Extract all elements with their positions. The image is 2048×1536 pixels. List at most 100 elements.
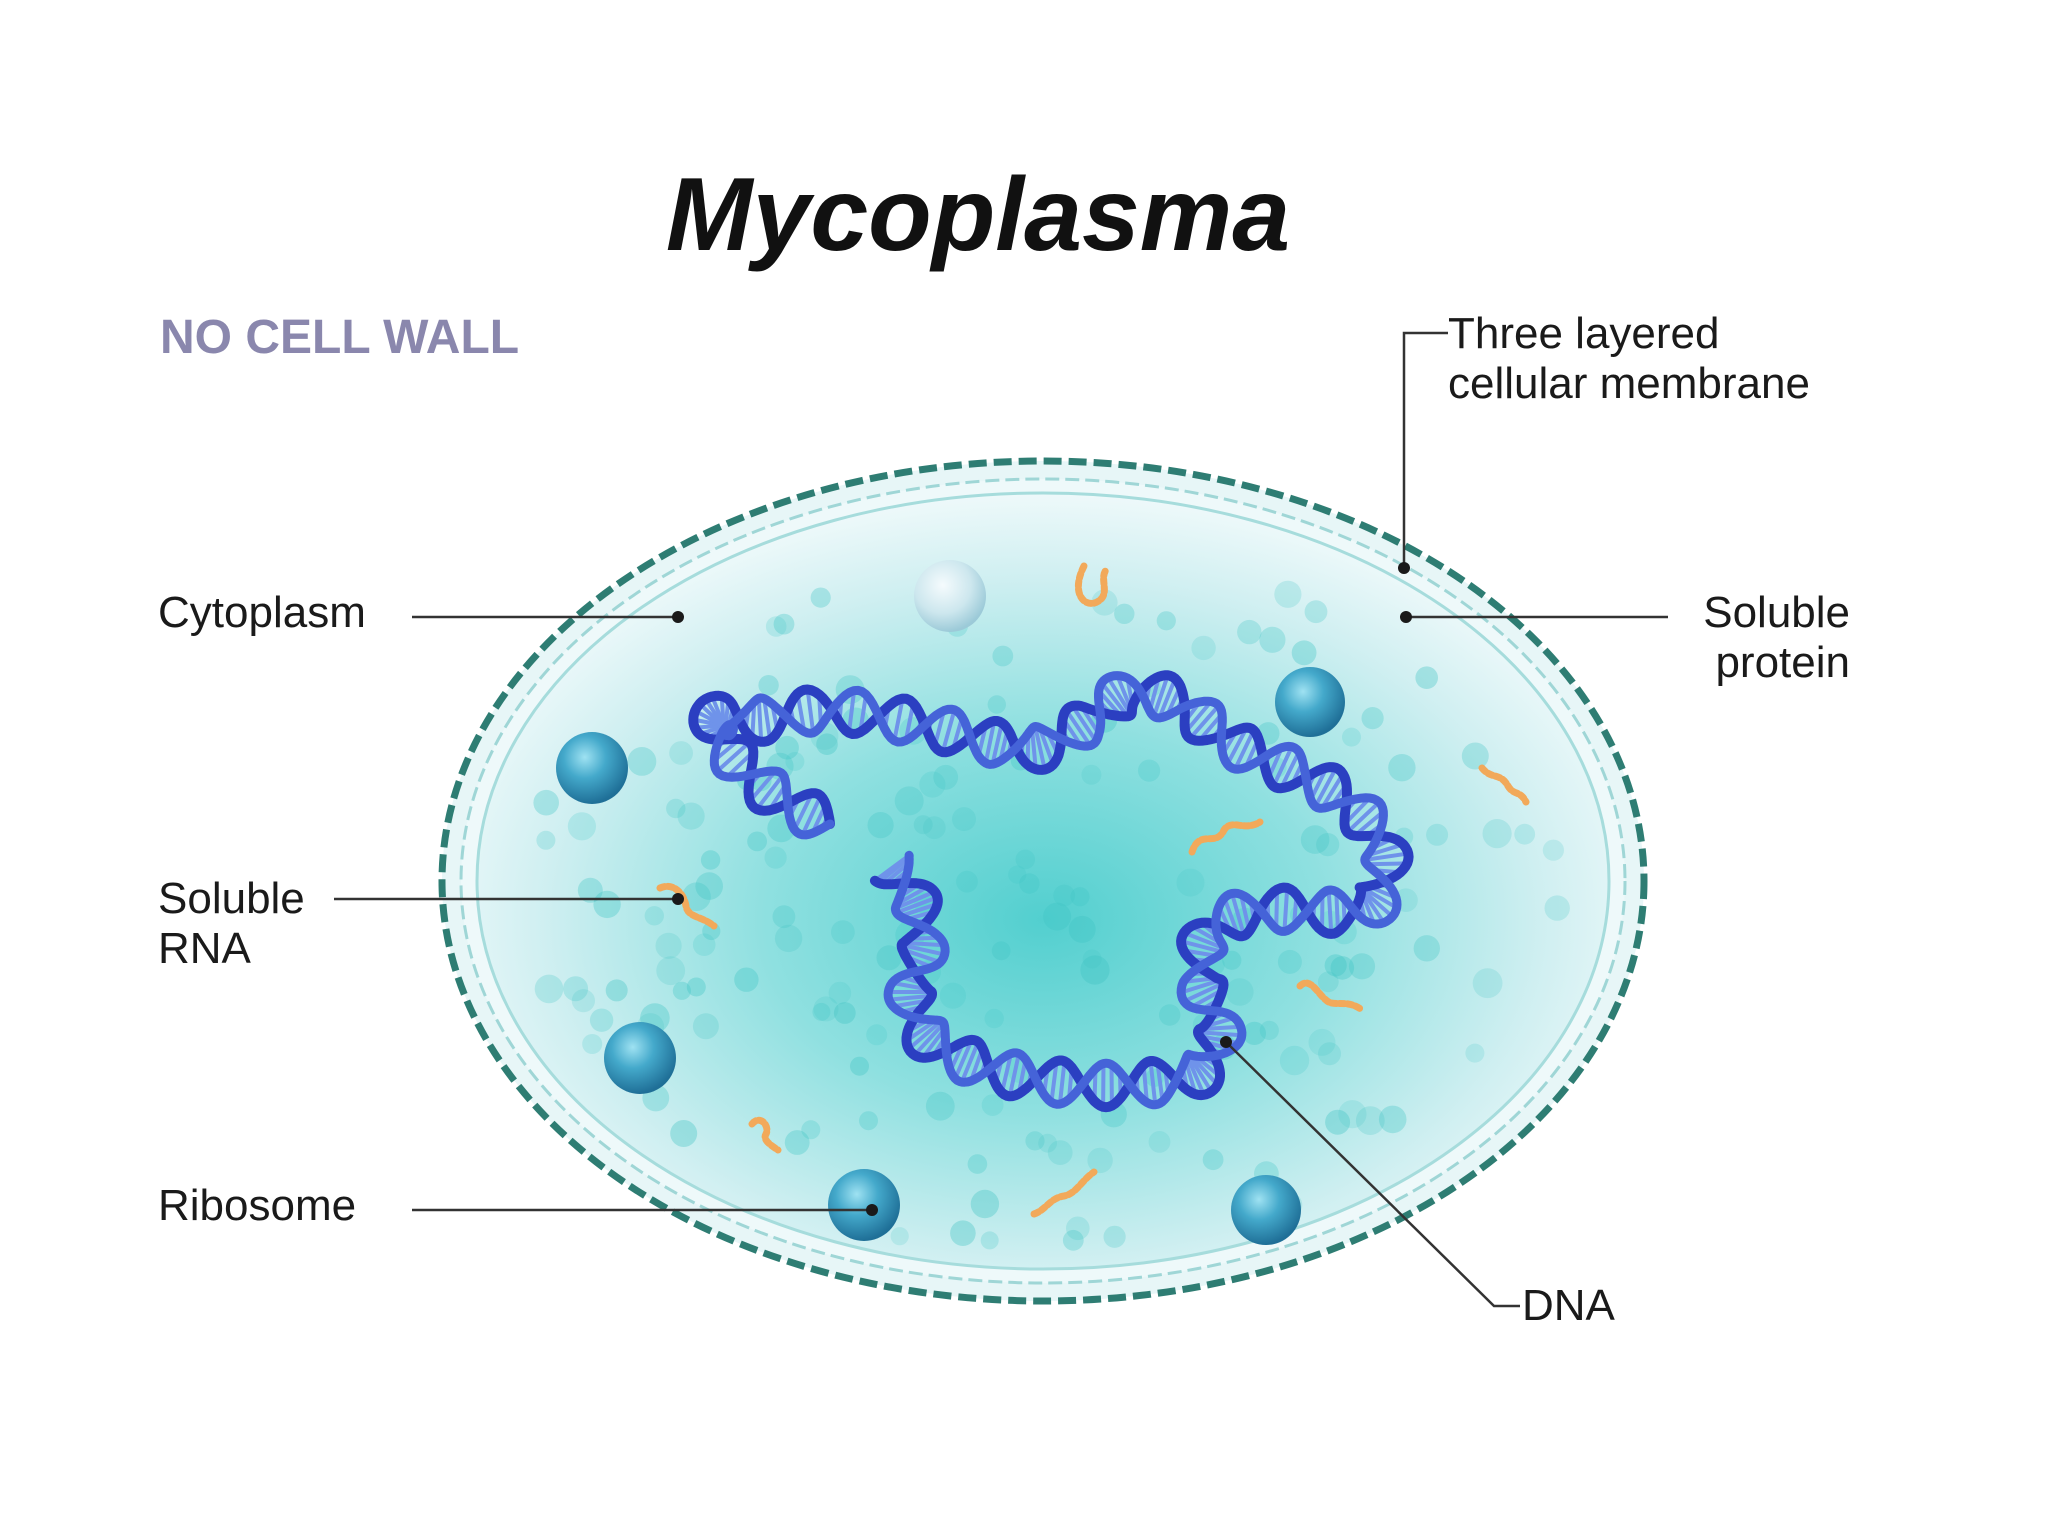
ribosome: [1275, 667, 1345, 737]
cytoplasm-particle: [1465, 1043, 1485, 1063]
soluble-rna-strands: [656, 562, 1530, 1218]
cytoplasm-particle: [1330, 956, 1355, 980]
cytoplasm-particle: [1461, 742, 1489, 770]
dna-base-pair: [953, 1037, 974, 1081]
cytoplasm-particle: [1317, 971, 1339, 993]
dna-base-pair: [959, 1039, 981, 1085]
cytoplasm-particle: [774, 924, 803, 953]
cytoplasm-particle: [764, 846, 787, 869]
cytoplasm-particle: [567, 812, 597, 841]
dna-base-pair: [1326, 888, 1334, 936]
cytoplasm-particle: [922, 816, 946, 840]
dna-base-pair: [1271, 744, 1294, 789]
cytoplasm-particle: [582, 1034, 603, 1054]
cytoplasm-particle: [859, 1111, 878, 1131]
cytoplasm-particle: [1355, 1106, 1385, 1135]
dna-base-pair: [714, 740, 752, 774]
dna-base-pair: [1182, 981, 1226, 1004]
dna-base-pair: [899, 943, 947, 957]
cytoplasm-particle: [1015, 849, 1036, 870]
dna-base-pair: [1182, 930, 1226, 951]
cytoplasm-particle: [1148, 1131, 1171, 1153]
cytoplasm-particle: [677, 802, 705, 830]
cytoplasm-particle: [1514, 823, 1536, 845]
dna-base-pair: [898, 901, 940, 919]
cytoplasm-particle: [785, 752, 805, 771]
cytoplasm-particle: [1324, 954, 1347, 977]
cytoplasm-particle: [991, 941, 1011, 961]
cytoplasm-particle: [867, 812, 894, 839]
membrane-leader-line: [1402, 331, 1448, 566]
cytoplasm-particle: [670, 1120, 698, 1147]
cytoplasm-particle: [655, 932, 682, 959]
dna-base-pair: [1225, 725, 1249, 767]
cytoplasm-particle: [1025, 1131, 1045, 1151]
cytoplasm-particle: [1038, 1133, 1057, 1153]
cytoplasm-particle: [1316, 833, 1340, 857]
cytoplasm-particle: [1259, 1020, 1279, 1040]
dna-base-pair: [754, 772, 786, 812]
cytoplasm-particle: [933, 764, 959, 790]
cytoplasm-particle: [1062, 1229, 1084, 1251]
cytoplasm-particle: [919, 771, 946, 798]
cytoplasm-particle: [831, 920, 855, 944]
cytoplasm-particle: [577, 877, 603, 903]
rna-strand: [1296, 979, 1366, 1014]
dna-base-pair: [872, 853, 912, 883]
cell-membrane-inner: [475, 491, 1611, 1271]
cytoplasm-particle: [1138, 759, 1161, 782]
dna-base-pair: [906, 1019, 944, 1051]
cytoplasm-particle: [1047, 1140, 1073, 1165]
cytoplasm-particle: [700, 850, 721, 870]
cytoplasm-particle: [1159, 1004, 1181, 1026]
ribosome-pointer-dot: [866, 1204, 878, 1216]
cytoplasm-particle: [1291, 640, 1317, 666]
rna-strand: [1188, 818, 1264, 856]
cytoplasm-particle: [1338, 1100, 1367, 1129]
soluble-rna-pointer-dot: [672, 893, 684, 905]
dna-base-pair: [1274, 887, 1280, 931]
dna-base-pair: [1030, 726, 1038, 772]
cytoplasm-particle: [1068, 915, 1096, 943]
cytoplasm-particle: [536, 830, 556, 850]
cytoplasm-particle: [1091, 589, 1118, 616]
cytoplasm-particle: [758, 675, 779, 696]
cytoplasm-particle: [1202, 1149, 1224, 1171]
dna-base-pair: [940, 707, 957, 755]
dna-base-pair: [762, 696, 773, 742]
cytoplasm-particle: [1325, 1109, 1351, 1135]
dna-base-pair: [1183, 699, 1214, 734]
cytoplasm-particle: [939, 982, 967, 1009]
rna-strand: [748, 1116, 782, 1154]
cytoplasm-particle: [810, 587, 831, 608]
cytoplasm-particle: [1237, 619, 1262, 645]
cytoplasm-particle: [1114, 603, 1135, 624]
cytoplasm-particle: [669, 741, 693, 765]
cytoplasm-particle: [984, 1008, 1004, 1029]
cytoplasm-particle: [1415, 666, 1438, 689]
cytoplasm-particle: [686, 977, 706, 997]
cytoplasm-particle: [970, 1189, 1000, 1219]
cytoplasm-particle: [563, 976, 589, 1002]
dna-base-pair: [800, 793, 823, 837]
dna-base-pair: [886, 993, 934, 1002]
dna-base-pair: [1188, 703, 1221, 741]
cytoplasm-particle: [1191, 635, 1216, 661]
cytoplasm-particle: [1081, 764, 1102, 785]
cytoplasm-particle: [890, 1227, 909, 1246]
dna-base-pair: [792, 791, 815, 832]
cytoplasm-particle: [1043, 902, 1072, 931]
dna-base-pair: [1057, 1059, 1067, 1107]
cytoplasm-particle: [644, 906, 664, 926]
cytoplasm-particle: [813, 996, 839, 1022]
dna-base-pair: [1196, 1030, 1244, 1038]
cytoplasm-particle: [1279, 1045, 1310, 1076]
dna-base-pair: [1230, 891, 1247, 938]
cytoplasm-particle: [772, 905, 796, 929]
cytoplasm-particle: [1342, 727, 1361, 747]
dna-base-pair: [990, 720, 1004, 767]
cytoplasm-particle: [894, 786, 924, 816]
cytoplasm-particle: [992, 645, 1014, 667]
dna-base-pair: [1233, 728, 1256, 772]
